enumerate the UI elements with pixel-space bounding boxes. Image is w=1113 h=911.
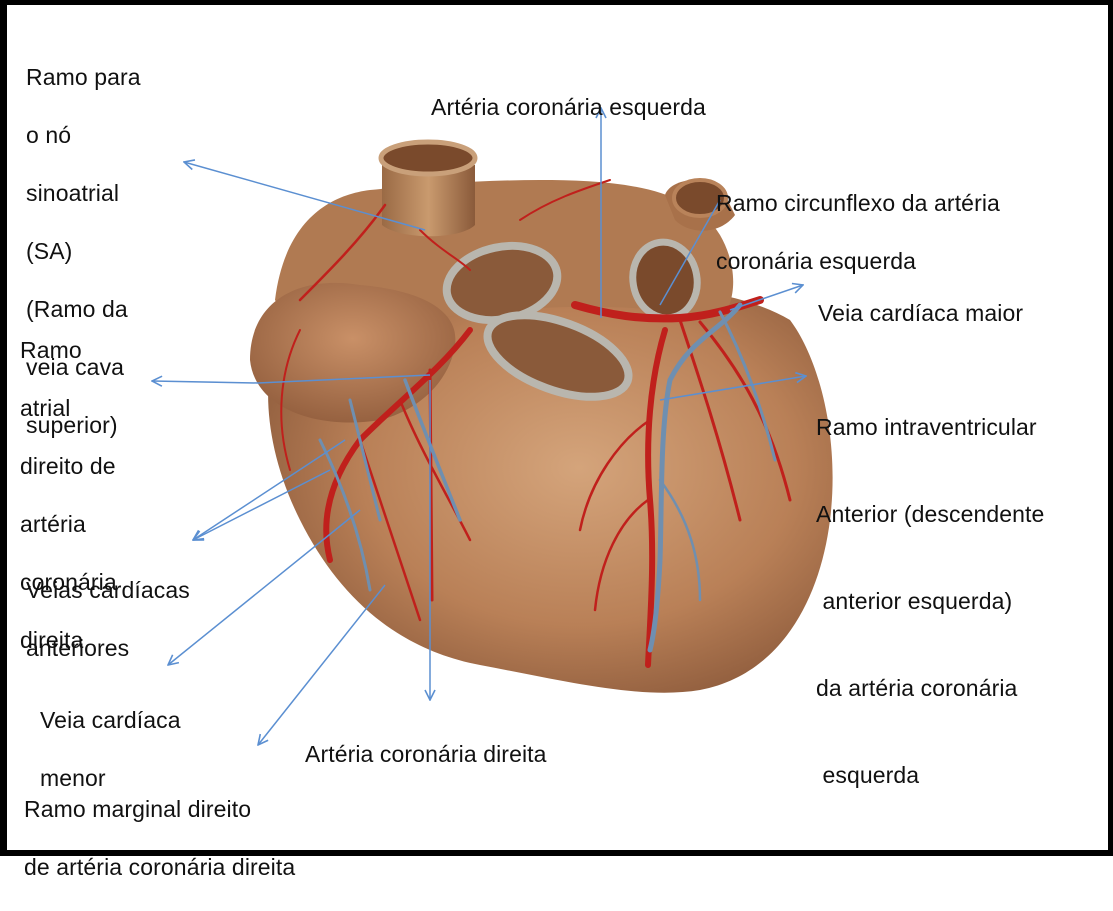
label-left-coronary-artery: Artéria coronária esquerda bbox=[431, 64, 706, 151]
label-great-cardiac-vein: Veia cardíaca maior bbox=[818, 270, 1023, 357]
pointer-small-cardiac-vein bbox=[168, 510, 360, 665]
label-anterior-cardiac-veins: Veias cardíacas anteriores bbox=[26, 547, 190, 692]
label-right-marginal-branch: Ramo marginal direito de artéria coronár… bbox=[24, 766, 295, 911]
label-right-coronary-artery: Artéria coronária direita bbox=[305, 711, 547, 798]
label-anterior-interventricular-branch: Ramo intraventricular Anterior (descende… bbox=[816, 355, 1044, 819]
pointer-right-atrial bbox=[152, 381, 258, 383]
